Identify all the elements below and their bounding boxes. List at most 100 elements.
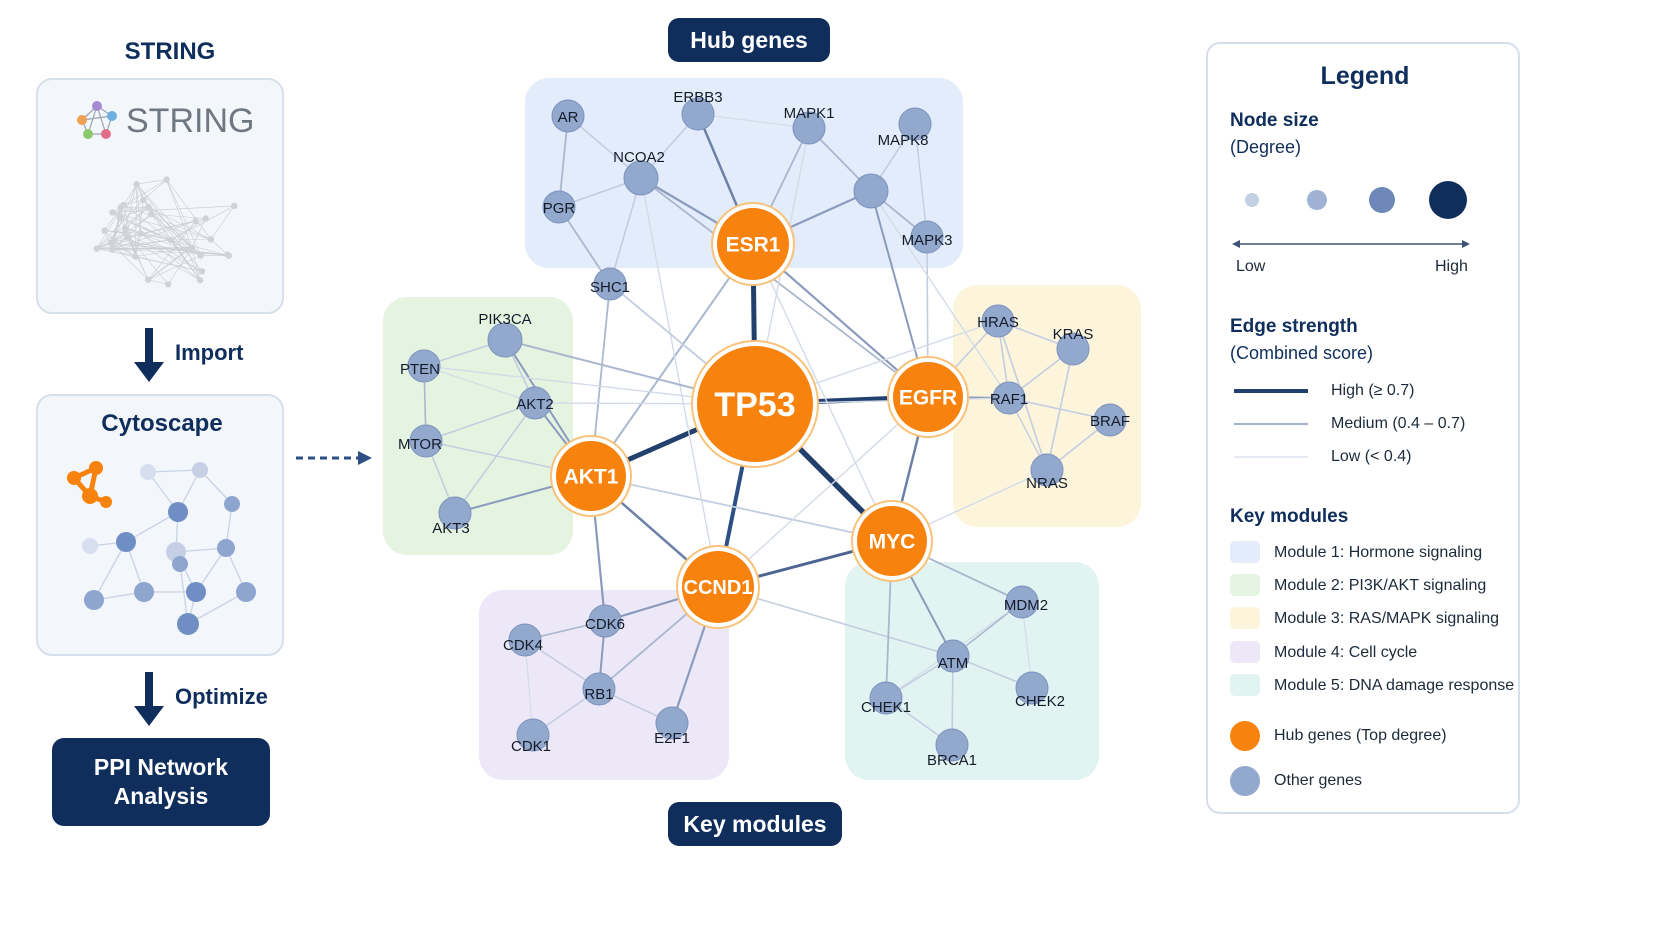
gene-label: CHEK1 [861, 699, 911, 716]
gene-circle [655, 706, 689, 740]
hairball-edge [140, 233, 203, 272]
node-aktr1: AKT3 [432, 496, 472, 537]
module5-swatch [1230, 674, 1260, 696]
other-genes-label: Other genes [1274, 772, 1363, 789]
node-akt2: AKT2 [516, 386, 554, 420]
hairball-edge [123, 204, 211, 240]
gene-circle [981, 304, 1015, 338]
hairball-edge [113, 207, 121, 241]
gene-circle [542, 190, 576, 224]
hairball-node [110, 236, 117, 244]
gene-label: AR [558, 109, 579, 126]
gene-circle [551, 99, 585, 133]
edge-low-label: Low (< 0.4) [1331, 448, 1412, 465]
gene-circle [1005, 585, 1039, 619]
hairball-edge [136, 179, 167, 185]
module2-swatch [1230, 574, 1260, 596]
node-chek2: CHEK2 [1015, 671, 1065, 710]
hairball-node [202, 215, 209, 222]
mini-node [177, 613, 199, 635]
mini-node [116, 532, 136, 552]
hairball-edge [170, 239, 211, 241]
hairball-node [140, 196, 147, 204]
gene-label: E2F1 [654, 730, 690, 747]
edge-ccnd1-ncoa2 [640, 177, 719, 588]
mini-edge [147, 469, 201, 473]
edge-erbb3-mapk1 [697, 113, 810, 129]
gene-label: MAPK1 [784, 105, 835, 122]
hairball-edge [112, 237, 128, 250]
hairball-edge [123, 204, 171, 241]
hairball-node [93, 245, 100, 252]
module5-label: Module 5: DNA damage response [1274, 677, 1515, 694]
node-myc: MYC [851, 500, 933, 582]
size-dot-xlarge [1429, 181, 1467, 219]
hairball-edge [166, 179, 201, 256]
gene-circle [1015, 671, 1049, 705]
gene-circle [936, 639, 970, 673]
hairball-node [137, 230, 144, 237]
module1-label: Module 1: Hormone signaling [1274, 544, 1483, 561]
module1-hormone-box [525, 78, 963, 268]
hairball-edge [148, 255, 201, 281]
hairball-edge [110, 206, 149, 244]
hub-circle [857, 506, 927, 576]
hairball-edge [113, 239, 136, 257]
hub-label: EGFR [899, 386, 957, 409]
mini-node [134, 582, 154, 602]
hairball-edge [113, 204, 124, 241]
node-ncoa2: NCOA2 [613, 149, 665, 196]
gene-label: MAPK3 [902, 232, 953, 249]
gene-label: AKT3 [432, 520, 470, 537]
hairball-edge [135, 233, 141, 257]
gene-circle [853, 173, 889, 209]
hairball-edge [96, 184, 137, 249]
gene-circle [518, 386, 552, 420]
edge-raf1-braf [1008, 397, 1111, 421]
node-kras: KRAS [1053, 326, 1093, 366]
mini-node [192, 462, 208, 478]
cytoscape-mini-network [82, 462, 256, 635]
gene-label: BRAF [1090, 413, 1130, 430]
ppi-network-analysis-box: PPI Network Analysis [52, 738, 270, 826]
node-mtor: MTOR [398, 424, 443, 458]
gene-circle [582, 672, 616, 706]
string-step-title: STRING [124, 38, 216, 65]
hairball-node [198, 268, 206, 275]
legend-title: Legend [1320, 62, 1410, 90]
edge-strength-subtitle: (Combined score) [1230, 343, 1374, 363]
hairball-node [132, 253, 139, 260]
mini-node [82, 538, 98, 554]
size-dot-small [1245, 193, 1259, 207]
node-shc: SHC1 [590, 267, 630, 301]
gene-label: NRAS [1026, 475, 1068, 492]
gene-label: CDK1 [511, 738, 551, 755]
gene-circle [1030, 453, 1064, 487]
hairball-node [225, 252, 233, 259]
node-braf: BRAF [1090, 403, 1130, 437]
hairball-node [184, 246, 191, 253]
hub-label: MYC [869, 530, 916, 553]
gene-circle [407, 349, 441, 383]
size-dot-large [1369, 187, 1395, 213]
node-hras: HRAS [977, 304, 1019, 338]
node-cdk1: CDK1 [511, 718, 551, 755]
hub-label: AKT1 [564, 465, 619, 488]
hairball-edge [170, 239, 201, 281]
hairball-edge [96, 233, 141, 249]
node-tp53: TP53 [691, 340, 819, 468]
arrow-down-icon [134, 672, 164, 726]
size-dot-medium [1307, 190, 1327, 210]
hub-circle [556, 441, 626, 511]
hairball-node [120, 201, 127, 209]
gene-label: RAF1 [990, 391, 1028, 408]
hairball-edge [127, 237, 201, 281]
hairball-node [192, 217, 199, 225]
edge-strength-title: Edge strength [1230, 316, 1358, 337]
hairball-edge [123, 199, 144, 206]
gene-circle [487, 322, 523, 358]
gene-label: PTEN [400, 361, 440, 378]
hairball-node [167, 236, 175, 244]
gene-label: NCOA2 [613, 149, 665, 166]
hairball-node [145, 203, 152, 211]
